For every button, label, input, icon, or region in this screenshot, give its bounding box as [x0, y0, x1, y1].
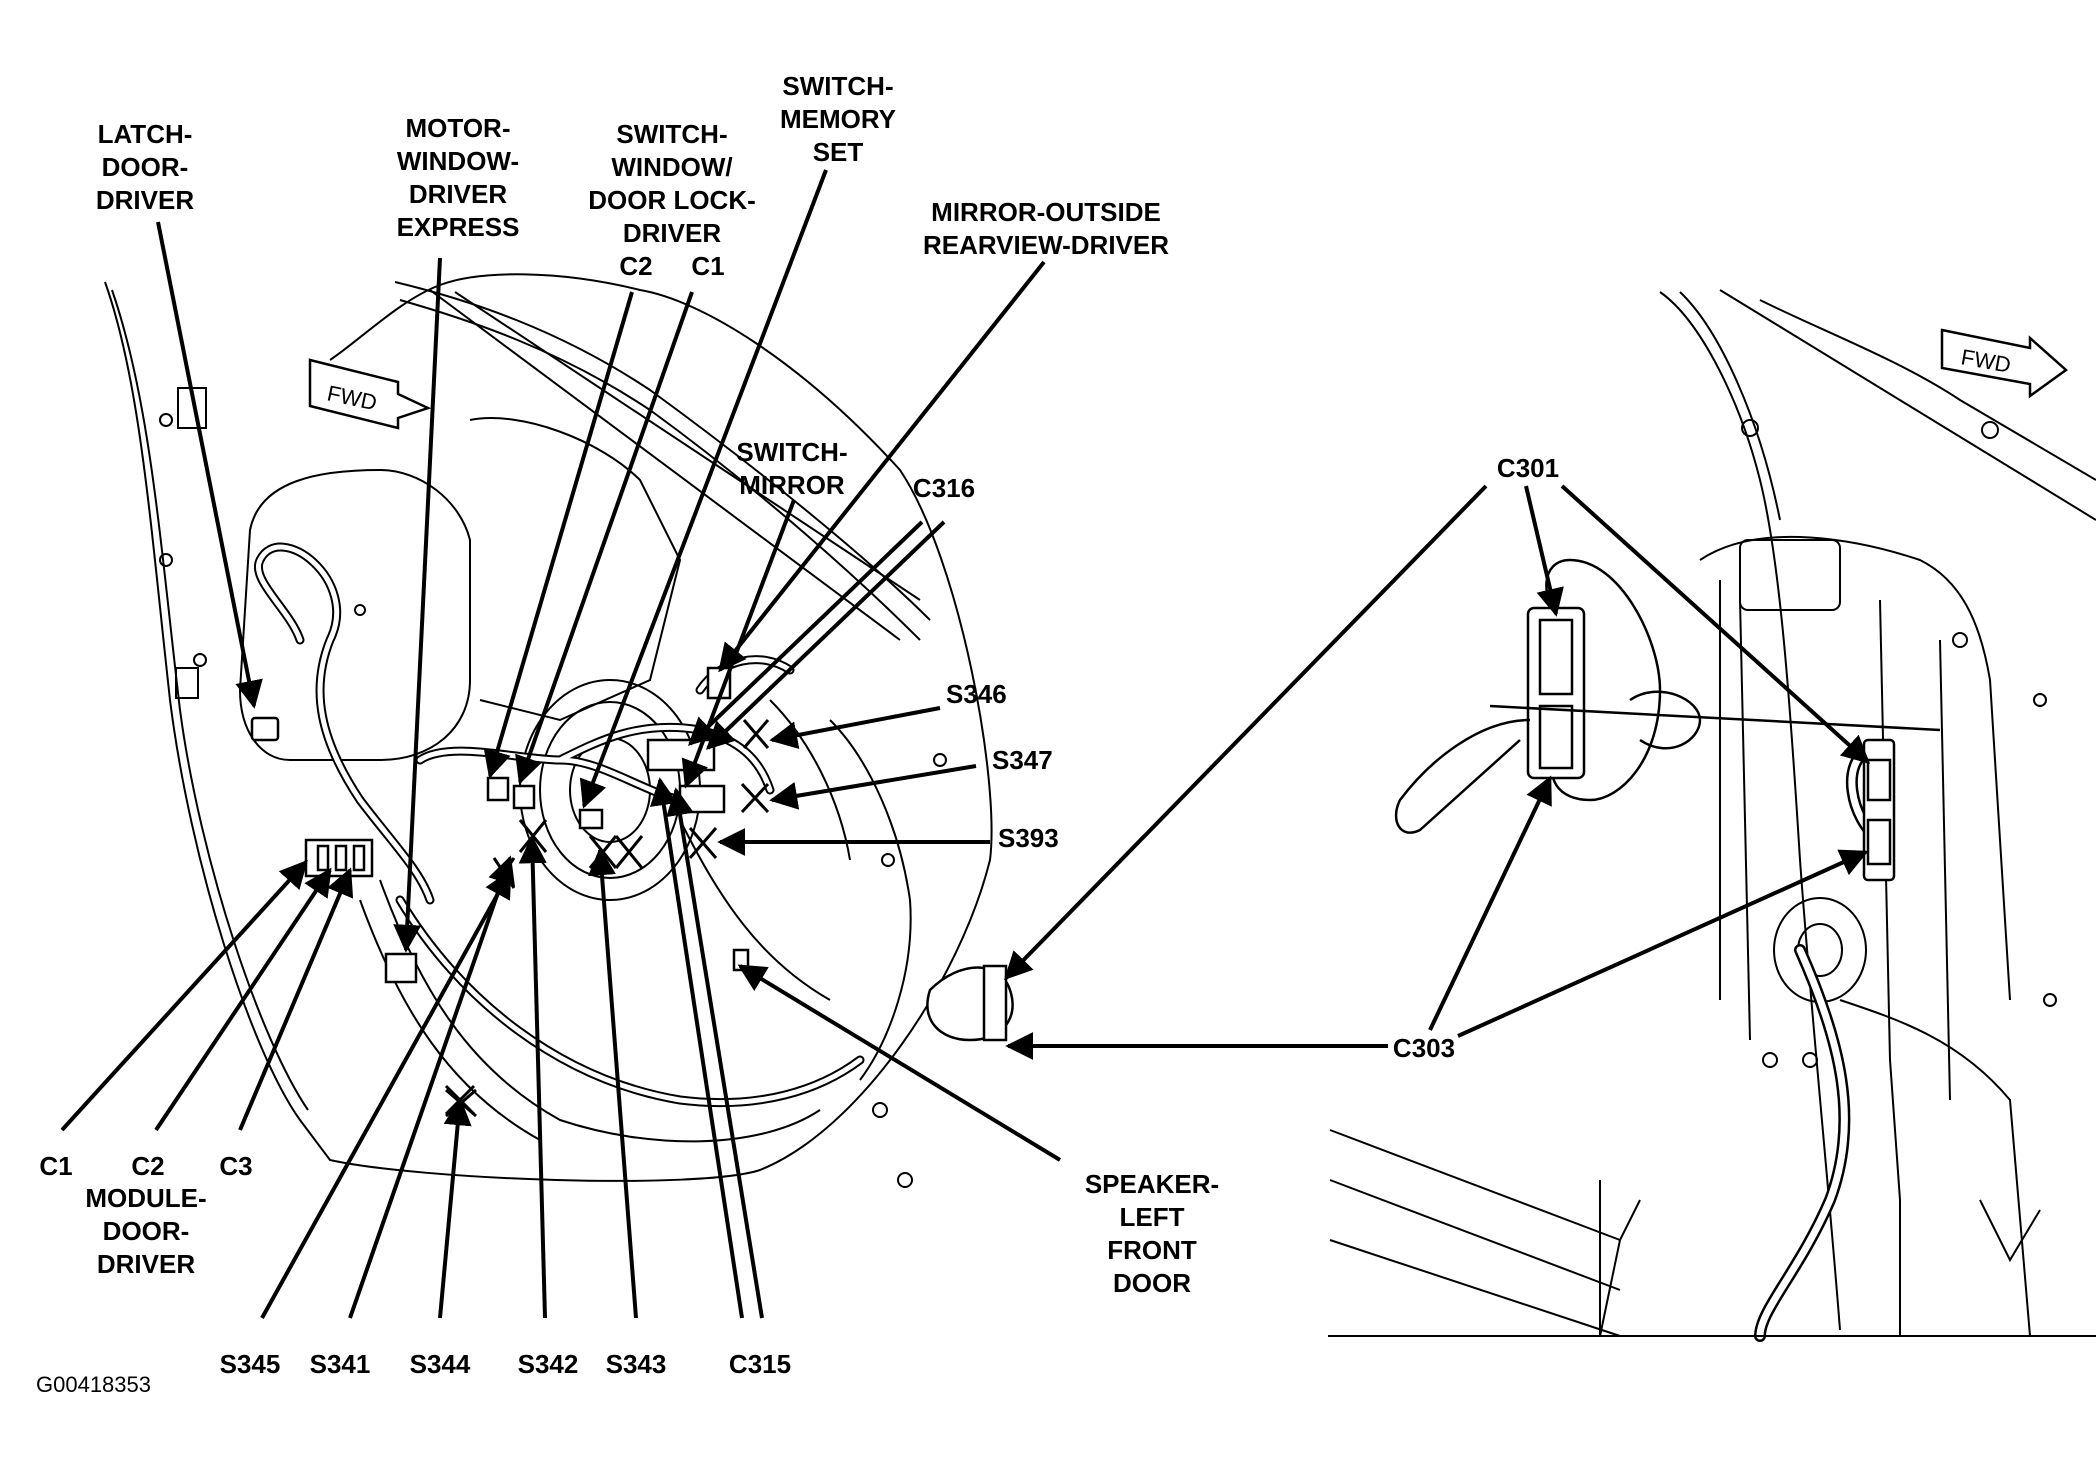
switch-window-connector	[578, 808, 604, 830]
left-connectors	[250, 666, 1014, 1042]
leader-module-c1	[60, 859, 308, 1132]
detail-connector-c303	[1538, 704, 1574, 770]
label-mirror-outside-rearview-driver: MIRROR-OUTSIDE REARVIEW-DRIVER	[922, 197, 1170, 260]
label-latch-door-driver: LATCH- DOOR- DRIVER	[95, 119, 195, 215]
switch-window-c2-connector	[486, 776, 510, 802]
leader-c316-b	[705, 520, 946, 750]
switch-mirror-connector	[678, 784, 726, 814]
label-s393: S393	[998, 823, 1059, 853]
leader-module-c2	[154, 867, 332, 1132]
c301-c303-connector-left	[982, 964, 1008, 1042]
leader-s343	[587, 847, 638, 1319]
label-s341: S341	[309, 1349, 371, 1379]
leader-sw-c1	[515, 291, 694, 785]
figure-code: G00418353	[36, 1372, 151, 1397]
detail-grommet	[1545, 558, 1662, 802]
left-wire-harness	[253, 542, 865, 1108]
leader-s346	[769, 706, 941, 750]
c301-detail-view	[1394, 558, 1941, 834]
label-switch-window-c1: C1	[691, 251, 725, 281]
leader-c315-b	[666, 787, 764, 1319]
label-speaker-left-front-door: SPEAKER- LEFT FRONT DOOR	[1084, 1169, 1220, 1298]
label-c316: C316	[912, 473, 976, 503]
leader-switch-window	[579, 169, 828, 809]
label-switch-memory-set: SWITCH- MEMORY SET	[779, 71, 897, 167]
label-s345: S345	[219, 1349, 281, 1379]
right-connector	[1862, 738, 1896, 882]
label-s347: S347	[992, 745, 1053, 775]
leader-c301-2	[1524, 485, 1564, 617]
leader-c301-3	[1560, 484, 1871, 764]
label-module-c3: C3	[219, 1151, 253, 1181]
leader-sw-c2	[483, 291, 634, 779]
label-s343: S343	[605, 1349, 667, 1379]
latch-connector	[250, 716, 280, 742]
leader-lines	[60, 169, 1871, 1319]
left-wire-harness-inner	[255, 544, 863, 1106]
leader-c316-a	[687, 520, 924, 746]
motor-connector	[384, 952, 418, 984]
label-switch-window-c2: C2	[619, 251, 653, 281]
label-c303: C303	[1392, 1033, 1456, 1063]
leader-mirror-outside	[718, 260, 1046, 673]
label-s342: S342	[517, 1349, 579, 1379]
leader-c303-3	[1457, 849, 1869, 1038]
label-motor-window-driver-express: MOTOR- WINDOW- DRIVER EXPRESS	[396, 113, 520, 242]
leader-module-c3	[238, 867, 354, 1131]
splice-s393-mark	[688, 827, 718, 859]
leader-s342	[518, 835, 547, 1319]
switch-window-c1-connector	[512, 784, 536, 810]
label-c315: C315	[728, 1349, 792, 1379]
label-s344: S344	[409, 1349, 471, 1379]
leader-c315-a	[649, 777, 744, 1319]
leader-latch	[156, 221, 263, 709]
label-module-c2: C2	[131, 1151, 165, 1181]
label-module-door-driver: MODULE- DOOR- DRIVER	[85, 1183, 207, 1279]
label-switch-window-door-lock-driver: SWITCH- WINDOW/ DOOR LOCK- DRIVER	[588, 119, 756, 248]
leader-c303-2	[1428, 775, 1552, 1031]
detail-connector-c301	[1538, 618, 1574, 696]
fwd-arrow-right	[1940, 328, 2068, 399]
label-switch-mirror: SWITCH- MIRROR	[736, 437, 848, 500]
right-harness-inner	[1756, 746, 1884, 1340]
leader-motor	[393, 257, 442, 953]
splice-s344-mark	[445, 1088, 477, 1118]
label-s346: S346	[946, 679, 1007, 709]
leader-s344	[438, 1097, 472, 1319]
c316-connector	[646, 738, 716, 772]
label-module-c1: C1	[39, 1151, 73, 1181]
right-harness	[1754, 744, 1886, 1342]
leader-c301-1	[1004, 484, 1488, 981]
leader-speaker	[737, 964, 1062, 1162]
splice-s347-mark	[740, 782, 770, 814]
leader-s341	[348, 855, 515, 1319]
label-c301: C301	[1496, 453, 1560, 483]
right-door-section	[1329, 289, 2096, 1337]
splice-s346-mark	[742, 719, 770, 749]
fwd-arrow-left	[308, 358, 432, 430]
leader-s347	[769, 764, 977, 810]
leader-s345	[260, 869, 512, 1319]
